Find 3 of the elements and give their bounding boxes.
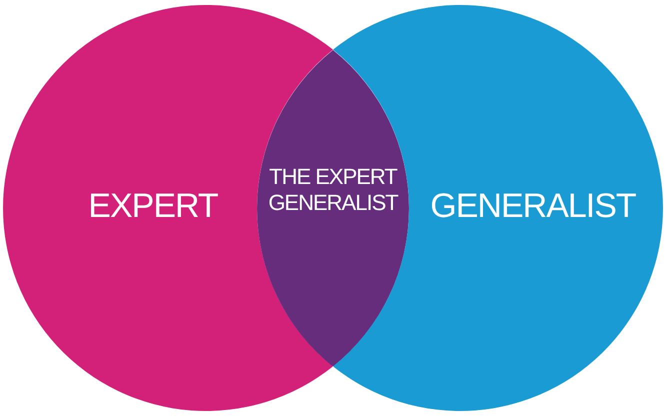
circle-label: GENERALIST	[429, 187, 637, 226]
circle-label: EXPERT	[87, 187, 219, 226]
overlap-label: THE EXPERT GENERALIST	[267, 164, 400, 217]
